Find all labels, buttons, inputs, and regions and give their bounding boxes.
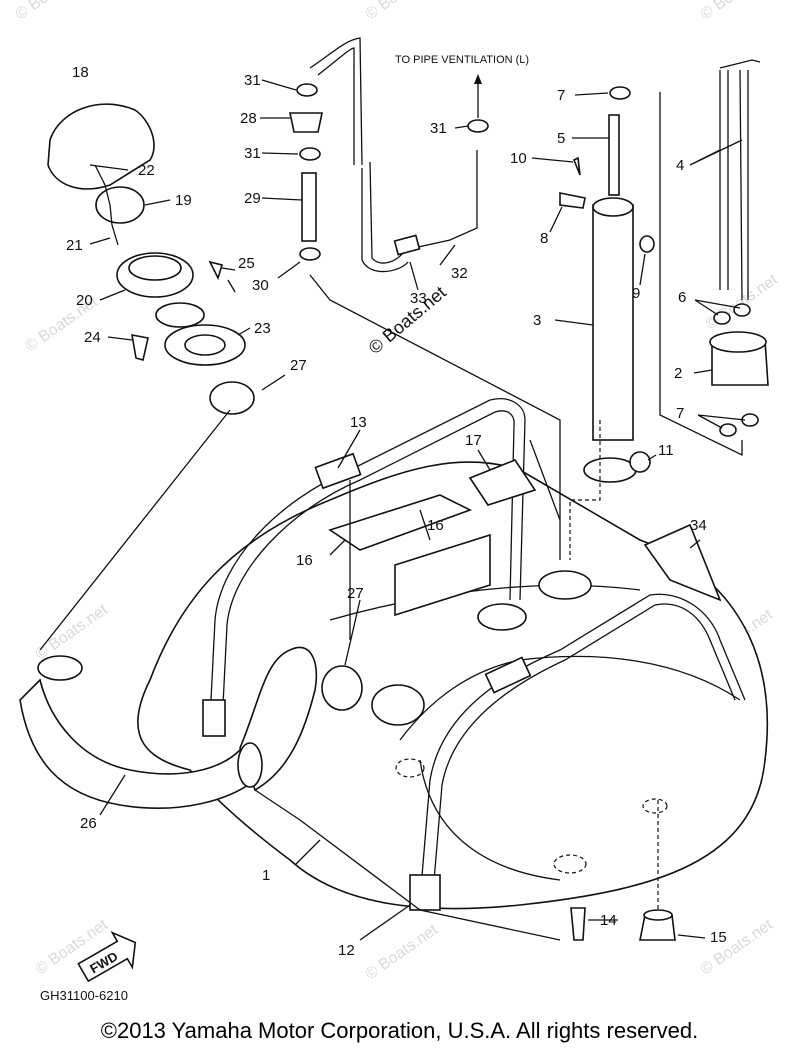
- filler-neck: [371, 684, 425, 726]
- pin-10: [572, 156, 581, 176]
- fuel-cap-assembly: [47, 103, 255, 415]
- band-buckle-right: [484, 656, 532, 694]
- center-watermark: © Boats.net: [365, 282, 450, 358]
- fuel-pipes: [709, 59, 769, 437]
- callout-31b: 31: [244, 145, 261, 162]
- copyright-footer: ©2013 Yamaha Motor Corporation, U.S.A. A…: [100, 1018, 699, 1043]
- watermark: © Boats.net: [698, 916, 777, 978]
- pipe-5: [608, 114, 620, 196]
- band-buckle-13: [314, 452, 362, 490]
- callout-16a: 16: [427, 517, 444, 534]
- fuel-cap-18: [47, 103, 155, 190]
- hose-29: [301, 172, 317, 242]
- clip-30: [299, 247, 321, 261]
- callout-8: 8: [540, 230, 548, 247]
- callout-27a: 27: [290, 357, 307, 374]
- pipe-ventilation-note: TO PIPE VENTILATION (L): [395, 54, 529, 66]
- watermark: © Boats.net: [698, 0, 777, 23]
- joint-6b: [733, 303, 751, 317]
- callout-10: 10: [510, 150, 527, 167]
- strainer-3: [592, 204, 634, 441]
- breather-assembly: [289, 37, 489, 273]
- joint-33: [393, 234, 421, 256]
- clip-31-right: [467, 119, 489, 133]
- vent-arrow-head: [474, 74, 482, 84]
- callout-22: 22: [138, 162, 155, 179]
- drawing-code: GH31100-6210: [40, 988, 128, 1000]
- cap-chain: [94, 164, 119, 246]
- leader-lines: [39, 79, 746, 941]
- clip-31-top: [296, 83, 318, 97]
- check-valve-28: [289, 112, 323, 133]
- callout-25: 25: [238, 255, 255, 272]
- callout-5: 5: [557, 130, 565, 147]
- watermark: © Boats.net: [363, 0, 442, 23]
- bolt-14: [570, 907, 586, 941]
- callout-32: 32: [451, 265, 468, 282]
- hose-clamp-27-upper: [209, 381, 255, 415]
- parts-diagram: © Boats.net © Boats.net © Boats.net © Bo…: [13, 0, 782, 1000]
- callout-7a: 7: [557, 87, 565, 104]
- callout-26: 26: [80, 815, 97, 832]
- o-ring-19: [95, 186, 145, 224]
- band-bracket-left: [202, 699, 226, 737]
- callout-14: 14: [600, 912, 617, 929]
- callout-1: 1: [262, 867, 270, 884]
- callout-9: 9: [632, 285, 640, 302]
- cap-grommet: [477, 603, 527, 631]
- callout-31c: 31: [430, 120, 447, 137]
- fuel-pump-column: [559, 86, 655, 483]
- callout-23: 23: [254, 320, 271, 337]
- callout-19: 19: [175, 192, 192, 209]
- callout-27b: 27: [347, 585, 364, 602]
- clip-7-top: [609, 86, 631, 100]
- clip-31-mid: [299, 147, 321, 161]
- callout-4: 4: [676, 157, 684, 174]
- decal-17: [468, 459, 537, 506]
- callout-15: 15: [710, 929, 727, 946]
- callout-7b: 7: [676, 405, 684, 422]
- callout-13: 13: [350, 414, 367, 431]
- callout-31a: 31: [244, 72, 261, 89]
- callout-17: 17: [465, 432, 482, 449]
- callout-16b: 16: [296, 552, 313, 569]
- callout-2: 2: [674, 365, 682, 382]
- decal-16-lower: [394, 533, 491, 617]
- tank-bands: [202, 398, 746, 911]
- callout-3: 3: [533, 312, 541, 329]
- callout-11: 11: [658, 442, 674, 459]
- filler-hose: [19, 646, 317, 809]
- callout-6: 6: [678, 289, 686, 306]
- clip-7-bottom: [719, 423, 737, 437]
- callout-30: 30: [252, 277, 269, 294]
- callout-18: 18: [72, 64, 89, 81]
- screw-25: [208, 260, 224, 281]
- callout-34: 34: [690, 517, 707, 534]
- washer-9: [639, 235, 655, 253]
- band-bracket-12: [409, 874, 441, 911]
- callout-28: 28: [240, 110, 257, 127]
- hose-clamp-27-lower: [321, 665, 363, 711]
- callout-labels: 18 22 19 21 25 20 24 23 27 31 28 31 29 3…: [66, 64, 727, 959]
- callout-33: 33: [410, 290, 427, 307]
- fuel-tank: [137, 461, 769, 910]
- callout-21: 21: [66, 237, 83, 254]
- bolt-8: [559, 192, 586, 209]
- callout-20: 20: [76, 292, 93, 309]
- pump-grommet: [538, 570, 592, 600]
- decal-34: [643, 523, 722, 602]
- bolt-24: [131, 334, 149, 362]
- callout-29: 29: [244, 190, 261, 207]
- watermark: © Boats.net: [13, 0, 92, 23]
- clamp-11: [583, 457, 637, 483]
- callout-24: 24: [84, 329, 101, 346]
- callout-12: 12: [338, 942, 355, 959]
